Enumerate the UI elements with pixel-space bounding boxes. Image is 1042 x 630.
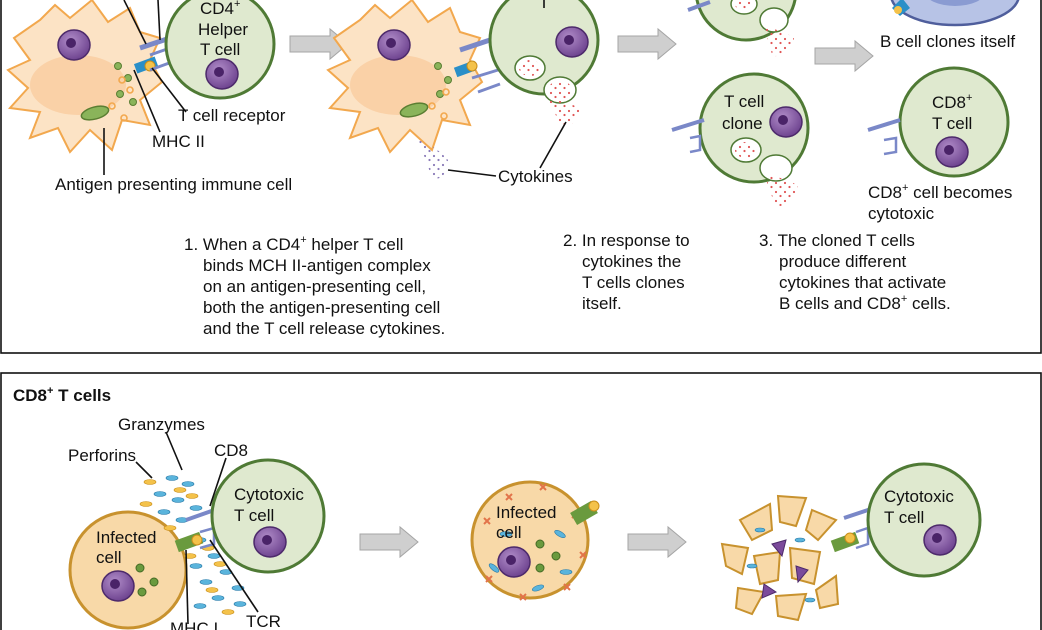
cd8-t-cell — [867, 66, 1010, 178]
leader-lines-1 — [103, 0, 187, 175]
cytokine-leader-lines — [447, 121, 567, 177]
top-panel-frame — [0, 0, 1042, 354]
svg-text:both the antigen-presenting ce: both the antigen-presenting cell — [203, 298, 440, 317]
perforins-label: Perforins — [68, 446, 136, 465]
infected2-label-line2: cell — [496, 523, 522, 542]
svg-text:produce different: produce different — [779, 252, 907, 271]
bottom-leader-lines — [135, 431, 259, 625]
process-arrow-5 — [627, 526, 687, 558]
antigen-presenting-cell-2 — [326, 0, 484, 154]
cd4-helper-t-cell — [164, 0, 276, 100]
t-clone-label-line1: T cell — [724, 92, 764, 111]
cd8-becomes-label: CD8+ cell becomes — [868, 182, 1012, 202]
cd4-label-line2: Helper — [198, 20, 248, 39]
svg-text:on an antigen-presenting cell,: on an antigen-presenting cell, — [203, 277, 426, 296]
cytotoxic-label-line2: T cell — [234, 506, 274, 525]
mhc-ii-label: MHC II — [152, 132, 205, 151]
svg-text:cytokines the: cytokines the — [582, 252, 681, 271]
infected-cell-2 — [470, 480, 600, 601]
granzymes-label: Granzymes — [118, 415, 205, 434]
svg-text:2. In response to: 2. In response to — [563, 231, 690, 250]
step3-caption: 3. The cloned T cells produce different … — [759, 231, 951, 313]
tcr-label: TCR — [246, 612, 281, 630]
cytotoxic-t-cell-2 — [866, 462, 982, 578]
infected-label-line1: Infected — [96, 528, 157, 547]
b-cell-clones-label: B cell clones itself — [880, 32, 1015, 51]
svg-text:3. The cloned T cells: 3. The cloned T cells — [759, 231, 915, 250]
svg-text:B cells and CD8+ cells.: B cells and CD8+ cells. — [779, 293, 951, 313]
bottom-panel-frame — [0, 372, 1042, 630]
cd4-label-line1: CD4+ — [200, 0, 240, 18]
cytotoxic2-label-line2: T cell — [884, 508, 924, 527]
infected-label-line2: cell — [96, 548, 122, 567]
cd4-label-line3: T cell — [200, 40, 240, 59]
antigen-presenting-label: Antigen presenting immune cell — [55, 175, 292, 194]
process-arrow-2 — [617, 28, 677, 60]
antigen-presenting-cell-1 — [6, 0, 164, 154]
t-clone-label-line2: clone — [722, 114, 763, 133]
svg-text:binds MCH II-antigen complex: binds MCH II-antigen complex — [203, 256, 431, 275]
infected2-label-line1: Infected — [496, 503, 557, 522]
lysed-cell-fragments — [720, 494, 840, 622]
process-arrow-4 — [359, 526, 419, 558]
cd8-label-line2: T cell — [932, 114, 972, 133]
helper-t-cell-2 — [488, 0, 600, 128]
process-arrow-3 — [814, 40, 874, 72]
svg-text:and the T cell release cytokin: and the T cell release cytokines. — [203, 319, 445, 338]
cytotoxic-label: cytotoxic — [868, 204, 935, 223]
t-cell-clone-bottom — [671, 72, 810, 207]
b-cell — [890, 0, 1020, 27]
mhc-tcr-complex-2 — [453, 37, 501, 94]
cd8-label-line1: CD8+ — [932, 92, 972, 112]
lysed-granzymes — [746, 527, 816, 603]
cytokines-label: Cytokines — [498, 167, 573, 186]
cytotoxic2-label-line1: Cytotoxic — [884, 487, 954, 506]
cd8-bottom-label: CD8 — [214, 441, 248, 460]
step1-caption: 1. When a CD4+ helper T cell binds MCH I… — [184, 234, 445, 338]
t-cell-clone-top — [687, 0, 797, 57]
svg-text:cytokines that activate: cytokines that activate — [779, 273, 946, 292]
t-cell-receptor-label: T cell receptor — [178, 106, 286, 125]
step2-caption: 2. In response to cytokines the T cells … — [563, 231, 690, 313]
bottom-panel-title: CD8+ T cells — [13, 385, 111, 405]
cytokine-cloud-1 — [418, 140, 448, 179]
svg-text:1. When a CD4+ helper T cell: 1. When a CD4+ helper T cell — [184, 234, 403, 254]
cytotoxic-t-cell-1 — [210, 458, 326, 574]
cytotoxic-label-line1: Cytotoxic — [234, 485, 304, 504]
mhc-i-label: MHC I — [170, 619, 218, 630]
svg-text:T cells clones: T cells clones — [582, 273, 685, 292]
svg-text:itself.: itself. — [582, 294, 622, 313]
nucleus-fragments — [761, 539, 809, 599]
